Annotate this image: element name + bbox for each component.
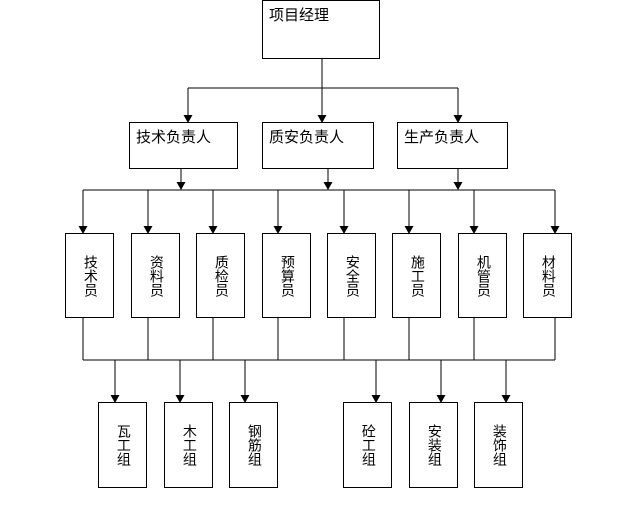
- node-team-3: 钢筋组: [229, 402, 278, 488]
- node-label: 材料员: [539, 254, 556, 297]
- node-project-manager: 项目经理: [262, 0, 380, 59]
- node-team-5: 安装组: [409, 402, 458, 488]
- node-team-4: 砼工组: [343, 402, 392, 488]
- node-staff-6: 施工员: [392, 233, 441, 318]
- node-staff-4: 预算员: [262, 233, 311, 318]
- node-label: 预算员: [278, 254, 295, 297]
- node-label: 瓦工组: [114, 424, 131, 466]
- node-staff-2: 资料员: [131, 233, 180, 318]
- node-staff-3: 质检员: [196, 233, 245, 318]
- node-label: 砼工组: [359, 424, 376, 466]
- node-team-6: 装饰组: [474, 402, 523, 488]
- node-label: 技术员: [81, 254, 98, 297]
- node-staff-8: 材料员: [523, 233, 572, 318]
- node-production-lead: 生产负责人: [397, 122, 508, 169]
- node-staff-1: 技术员: [65, 233, 114, 318]
- node-staff-5: 安全员: [327, 233, 376, 318]
- node-label: 施工员: [408, 254, 425, 297]
- node-label: 资料员: [147, 254, 164, 297]
- node-label: 安全员: [343, 254, 360, 297]
- node-label: 生产负责人: [404, 128, 480, 146]
- node-staff-7: 机管员: [458, 233, 507, 318]
- node-label: 质检员: [212, 254, 229, 297]
- node-label: 项目经理: [269, 6, 330, 24]
- node-label: 木工组: [180, 424, 197, 466]
- node-label: 安装组: [425, 424, 442, 466]
- node-team-2: 木工组: [164, 402, 213, 488]
- node-label: 技术负责人: [136, 128, 212, 146]
- node-label: 装饰组: [490, 424, 507, 466]
- node-quality-safety-lead: 质安负责人: [262, 122, 374, 169]
- node-label: 质安负责人: [269, 128, 345, 146]
- node-label: 机管员: [474, 254, 491, 297]
- node-technical-lead: 技术负责人: [129, 122, 238, 169]
- node-team-1: 瓦工组: [98, 402, 147, 488]
- node-label: 钢筋组: [245, 424, 262, 466]
